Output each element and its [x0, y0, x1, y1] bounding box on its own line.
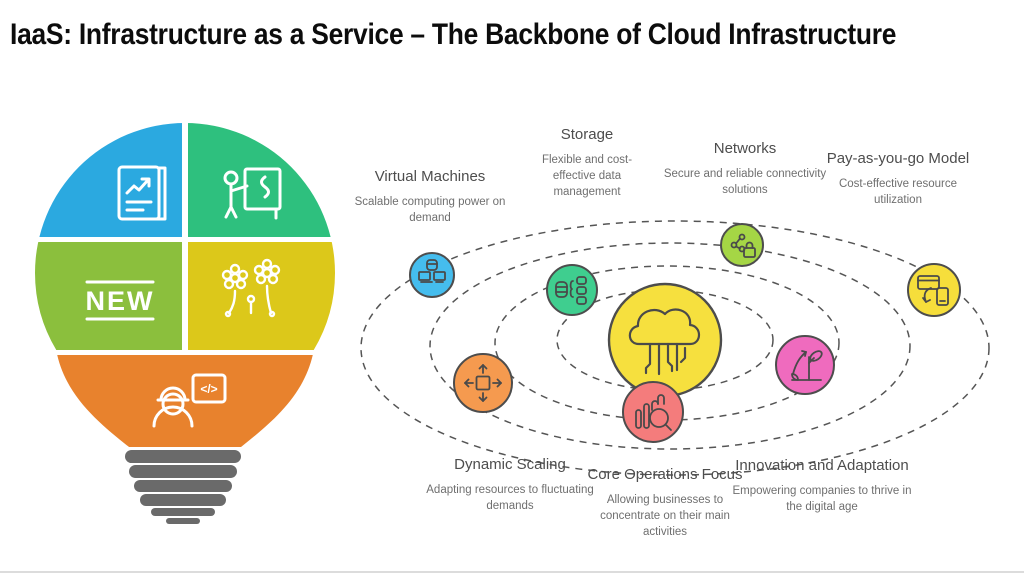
bulb-segment-growth — [188, 242, 335, 350]
feature-name: Innovation and Adaptation — [735, 457, 909, 474]
pay-as-you-go-node — [907, 263, 961, 317]
operations-analysis-icon — [635, 394, 672, 431]
bulb-segment-new — [35, 242, 182, 350]
feature-name: Storage — [560, 126, 614, 143]
screw-base — [125, 450, 241, 524]
feature-label-pay-as-you-go: Pay-as-you-go Model Cost-effective resou… — [817, 150, 979, 208]
feature-label-virtual-machines: Virtual Machines Scalable computing powe… — [340, 168, 520, 226]
virtual-machines-node — [409, 252, 455, 298]
feature-label-core-operations: Core Operations Focus Allowing businesse… — [579, 466, 751, 540]
innovation-node — [775, 335, 835, 395]
feature-label-networks: Networks Secure and reliable connectivit… — [659, 140, 831, 198]
feature-desc: Flexible and cost-effective data managem… — [541, 153, 633, 198]
new-label: NEW — [86, 286, 155, 316]
dynamic-scaling-node — [453, 353, 513, 413]
feature-desc: Adapting resources to fluctuating demand… — [426, 483, 594, 512]
new-banner: NEW — [85, 280, 155, 321]
feature-name: Dynamic Scaling — [454, 456, 566, 473]
storage-node — [546, 264, 598, 316]
networks-node — [720, 223, 764, 267]
flowers-icon — [221, 258, 281, 318]
orbit-rings — [360, 220, 990, 476]
growth-plant-icon — [791, 350, 823, 381]
presenter-icon — [223, 167, 282, 220]
core-operations-node — [622, 381, 684, 443]
feature-name: Core Operations Focus — [587, 466, 743, 483]
bottom-divider — [0, 571, 1024, 573]
feature-label-innovation: Innovation and Adaptation Empowering com… — [731, 457, 913, 515]
feature-label-storage: Storage Flexible and cost-effective data… — [521, 126, 653, 200]
scaling-arrows-icon — [464, 364, 502, 402]
bulb-segment-engineer — [35, 355, 335, 447]
page-title: IaaS: Infrastructure as a Service – The … — [10, 18, 897, 51]
feature-desc: Cost-effective resource utilization — [838, 177, 958, 206]
feature-name: Networks — [713, 140, 777, 157]
feature-desc: Empowering companies to thrive in the di… — [732, 484, 912, 513]
cloud-circuit-icon — [628, 308, 701, 376]
feature-desc: Allowing businesses to concentrate on th… — [600, 493, 730, 538]
feature-label-dynamic-scaling: Dynamic Scaling Adapting resources to fl… — [420, 456, 600, 514]
feature-name: Virtual Machines — [374, 168, 486, 185]
network-security-icon — [730, 233, 756, 258]
storage-icon — [555, 276, 587, 305]
engineer-icon: </> — [152, 373, 227, 428]
code-glyph: </> — [200, 382, 217, 396]
report-chart-icon — [117, 165, 167, 221]
cloud-center-node — [607, 282, 723, 398]
feature-name: Pay-as-you-go Model — [826, 150, 970, 167]
lightbulb-graphic: NEW </> — [35, 123, 335, 524]
virtual-machines-icon — [418, 259, 446, 283]
orbit-diagram — [360, 220, 990, 476]
feature-desc: Scalable computing power on demand — [354, 195, 506, 224]
payment-icon — [917, 275, 949, 306]
feature-desc: Secure and reliable connectivity solutio… — [663, 167, 827, 196]
